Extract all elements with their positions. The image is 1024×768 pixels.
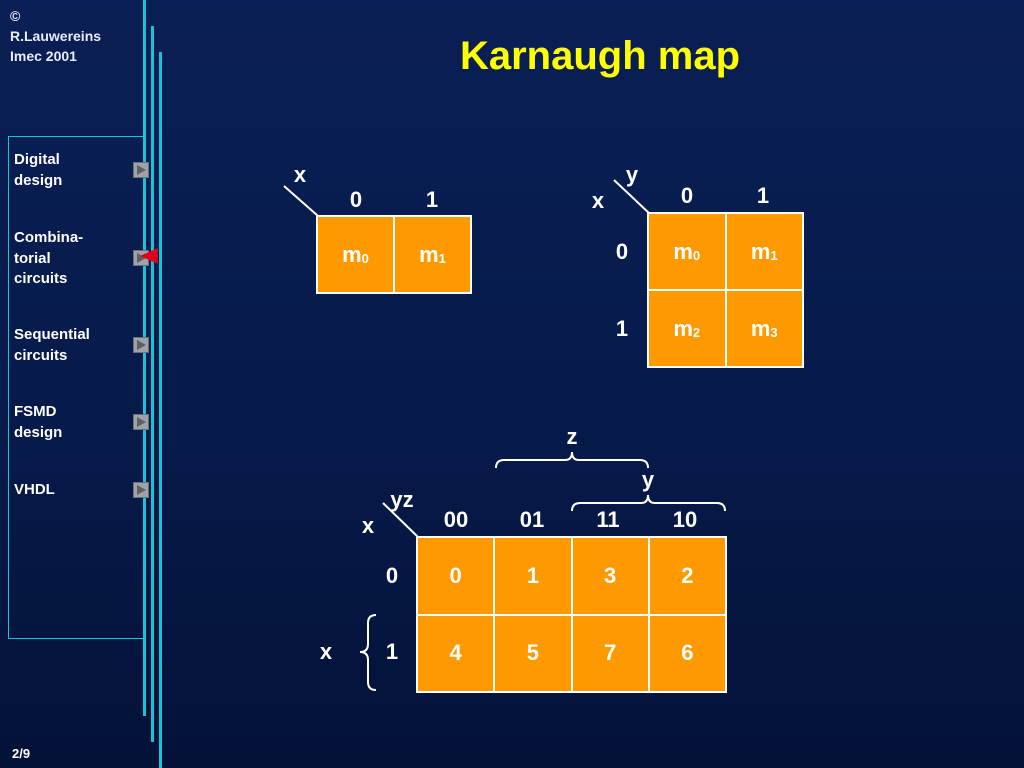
kmap3-diagonal (382, 502, 419, 538)
kmap3-cell: 7 (572, 615, 648, 691)
kmap2-row-label: 0 (615, 239, 629, 264)
kmap1-col-label: 0 (349, 187, 363, 212)
kmap3-cell: 3 (572, 538, 648, 614)
minterm-index: 3 (770, 325, 778, 340)
minterm-label: m (750, 315, 771, 341)
minterm-label: m (673, 315, 693, 341)
brace-z (495, 451, 649, 469)
kmap3-cell: 0 (418, 538, 494, 614)
kmap3-col-label: 00 (443, 507, 469, 532)
kmap2-diagonal (613, 179, 651, 215)
kmap3-cell: 5 (495, 615, 571, 691)
minterm-index: 2 (692, 325, 701, 340)
kmap2-col-var-label: y (625, 162, 639, 187)
minterm-label: m (750, 238, 771, 264)
copyright-notice: © R.Lauwereins Imec 2001 (10, 8, 102, 64)
kmap3-cell: 2 (649, 538, 725, 614)
sidebar-item-label: Sequential circuits (14, 326, 90, 364)
kmap3-cell: 1 (495, 538, 571, 614)
brace-z-label: z (566, 424, 578, 449)
kmap3-row-label: 1 (385, 639, 399, 664)
kmap3-col-var-label: yz (390, 487, 414, 512)
kmap1-diagonal (283, 185, 319, 217)
sidebar-item-fsmd-design[interactable]: FSMD design (14, 402, 149, 443)
accent-line-1 (143, 0, 146, 716)
minterm-index: 1 (770, 248, 778, 263)
sidebar-item-combinatorial-circuits[interactable]: Combina- torial circuits (14, 228, 149, 290)
kmap1-var-label: x (293, 162, 307, 187)
kmap3-col-label: 11 (596, 507, 620, 532)
accent-line-2 (151, 26, 154, 742)
kmap2-col-label: 0 (680, 183, 694, 208)
active-section-marker-icon (140, 248, 158, 264)
minterm-index: 0 (361, 251, 369, 266)
kmap3-row-label: 0 (385, 563, 399, 588)
minterm-label: m (673, 238, 693, 264)
sidebar-nav (8, 136, 145, 639)
minterm-label: m (342, 241, 362, 267)
kmap1-col-label: 1 (425, 187, 439, 212)
brace-y-label: y (641, 467, 655, 492)
kmap3-col-label: 01 (519, 507, 545, 532)
brace-x-label: x (319, 639, 333, 664)
kmap3-grid: 0 1 3 2 4 5 7 6 (416, 536, 727, 693)
minterm-index: 0 (692, 248, 701, 263)
accent-line-3 (159, 52, 162, 768)
minterm-label: m (419, 241, 439, 267)
sidebar-item-label: Digital design (14, 151, 63, 189)
kmap3-col-label: 10 (672, 507, 698, 532)
kmap3-cell: 6 (649, 615, 725, 691)
kmap2-col-label: 1 (756, 183, 770, 208)
slide-title: Karnaugh map (459, 34, 741, 78)
play-arrow-icon[interactable] (133, 414, 149, 430)
brace-x (359, 614, 377, 691)
sidebar-item-vhdl[interactable]: VHDL (14, 480, 149, 501)
minterm-index: 1 (438, 251, 446, 266)
brace-y (571, 494, 726, 512)
play-arrow-icon[interactable] (133, 337, 149, 353)
kmap3-cell: 4 (418, 615, 494, 691)
sidebar-item-digital-design[interactable]: Digital design (14, 150, 149, 191)
sidebar-item-label: VHDL (14, 481, 55, 498)
sidebar-item-label: FSMD design (14, 403, 63, 441)
play-arrow-icon[interactable] (133, 162, 149, 178)
play-arrow-icon[interactable] (133, 482, 149, 498)
sidebar-item-sequential-circuits[interactable]: Sequential circuits (14, 325, 149, 366)
kmap3-row-var-label: x (361, 513, 375, 538)
sidebar-item-label: Combina- torial circuits (14, 229, 84, 287)
kmap2-row-var-label: x (591, 188, 605, 213)
kmap2-row-label: 1 (615, 316, 629, 341)
page-number: 2/9 (12, 746, 31, 761)
